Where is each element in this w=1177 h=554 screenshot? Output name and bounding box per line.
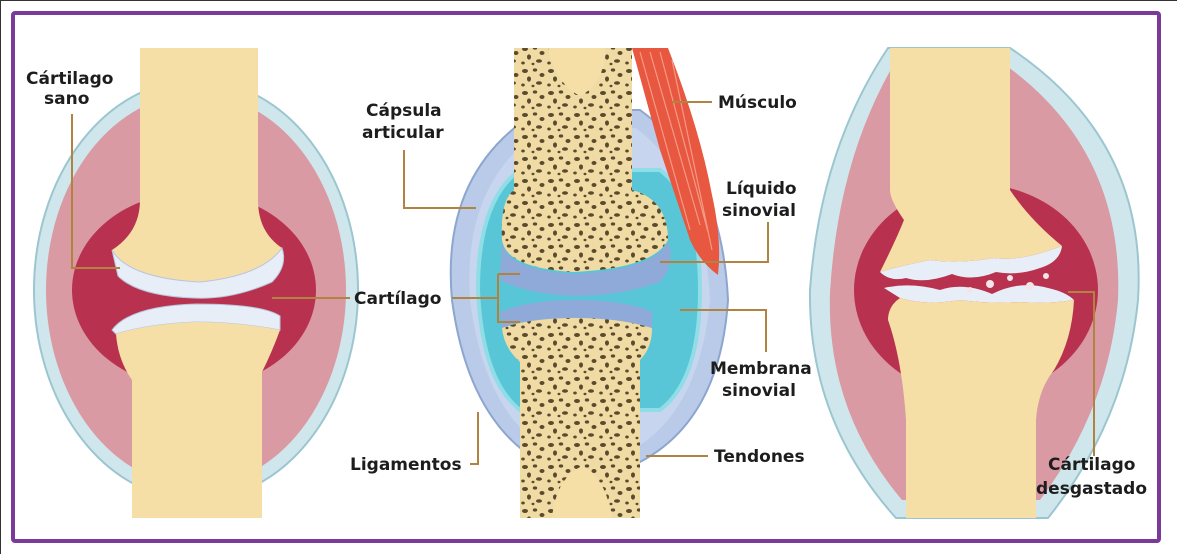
leader-ligaments [470,412,478,464]
label-capsule-1: Cápsula [366,101,442,121]
label-capsule-2: articular [362,123,444,143]
label-tendons: Tendones [714,447,805,467]
worn-joint [810,48,1139,518]
healthy-joint [34,48,358,518]
label-synovial-membrane-2: sinovial [722,381,796,401]
page-edge-left [0,0,1,554]
diagram-frame: Cártilago sano Cápsula articular Cartíla… [11,11,1161,543]
joint-diagram: Cártilago sano Cápsula articular Cartíla… [15,15,1157,539]
healthy-lower-bone [116,322,280,518]
label-cartilage: Cartílago [354,289,441,309]
label-worn-cartilage-2: desgastado [1036,479,1147,499]
label-healthy-cartilage-2: sano [44,89,89,109]
label-synovial-fluid-1: Líquido [726,179,797,199]
label-muscle: Músculo [718,93,797,113]
label-synovial-fluid-2: sinovial [722,201,796,221]
label-worn-cartilage-1: Cártilago [1048,455,1135,475]
anatomy-joint [451,48,728,518]
label-synovial-membrane-1: Membrana [710,359,812,379]
page-edge-top [0,0,1177,1]
label-ligaments: Ligamentos [350,455,462,475]
label-healthy-cartilage-1: Cártilago [26,69,113,89]
